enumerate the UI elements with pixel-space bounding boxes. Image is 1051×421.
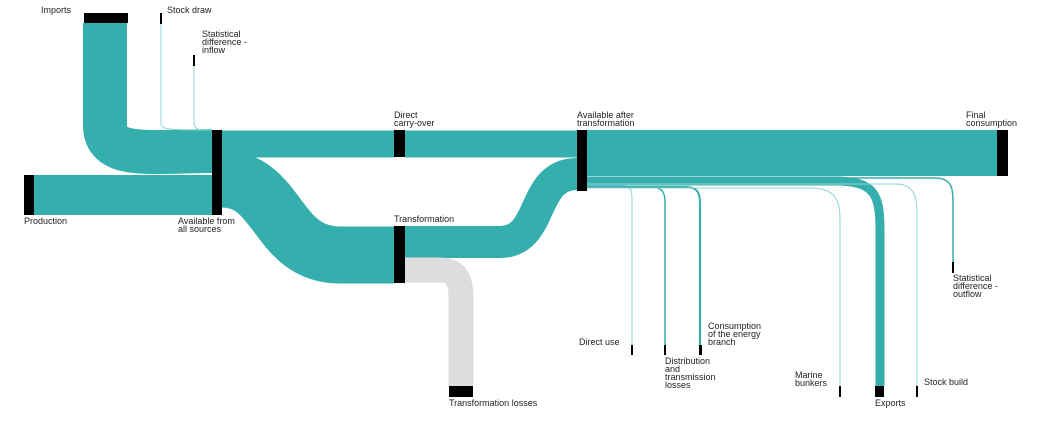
node-transformation — [394, 226, 405, 283]
link-statdiff-inflow-to-available — [193, 66, 213, 131]
label-stat-diff-inflow-line: Statistical — [202, 29, 241, 39]
link-transformation-to-after — [405, 158, 579, 258]
link-after-to-direct-use — [587, 185, 633, 345]
link-imports-to-available — [83, 23, 213, 175]
label-exports-line: Exports — [875, 398, 906, 408]
label-stat-diff-inflow-line: inflow — [202, 45, 226, 55]
link-after-to-marine-bunkers — [587, 187, 841, 386]
link-after-to-exports — [587, 176, 885, 386]
label-distribution-losses-line: and — [665, 364, 680, 374]
label-production: Production — [24, 216, 67, 226]
node-available-all-sources — [212, 130, 222, 215]
label-stat-diff-outflow-line: outflow — [953, 289, 982, 299]
label-direct-carryover-line: Direct — [394, 110, 418, 120]
label-imports-line: Imports — [41, 5, 72, 15]
label-stock-build: Stock build — [924, 377, 968, 387]
node-production — [24, 175, 34, 215]
label-exports: Exports — [875, 398, 906, 408]
label-available-all-sources-line: all sources — [178, 224, 222, 234]
link-after-to-stock-build — [587, 183, 918, 386]
label-stock-build-line: Stock build — [924, 377, 968, 387]
label-marine-bunkers-line: Marine — [795, 370, 823, 380]
node-transformation-losses — [449, 386, 473, 397]
label-stock-draw: Stock draw — [167, 5, 212, 15]
link-after-to-distribution-losses — [587, 186, 666, 346]
sankey-links — [34, 14, 997, 386]
label-distribution-losses-line: transmission — [665, 372, 716, 382]
node-energy-branch — [699, 345, 702, 355]
link-after-to-statdiff-outflow — [587, 177, 954, 262]
node-marine-bunkers — [839, 386, 841, 397]
label-final-consumption-line: Final — [966, 110, 986, 120]
label-stock-draw-line: Stock draw — [167, 5, 212, 15]
label-distribution-losses-line: losses — [665, 380, 691, 390]
label-stat-diff-outflow-line: difference - — [953, 281, 998, 291]
label-transformation: Transformation — [394, 214, 454, 224]
label-final-consumption-line: consumption — [966, 118, 1017, 128]
node-distribution-losses — [664, 345, 666, 355]
node-stat-diff-outflow — [952, 262, 954, 273]
label-stat-diff-outflow-line: Statistical — [953, 273, 992, 283]
label-transformation-line: Transformation — [394, 214, 454, 224]
node-stock-draw — [160, 13, 162, 24]
node-direct-use — [631, 345, 633, 355]
link-transformation-to-losses — [405, 257, 474, 386]
label-available-after-line: Available after — [577, 110, 634, 120]
label-available-after-line: transformation — [577, 118, 635, 128]
node-exports — [875, 386, 884, 397]
node-stat-diff-inflow — [193, 55, 195, 66]
node-available-after — [577, 130, 587, 191]
label-energy-branch-line: Consumption — [708, 321, 761, 331]
label-distribution-losses-line: Distribution — [665, 356, 710, 366]
node-stock-build — [916, 386, 918, 397]
label-direct-use: Direct use — [579, 337, 620, 347]
label-transformation-losses: Transformation losses — [449, 398, 538, 408]
label-imports: Imports — [41, 5, 72, 15]
link-after-to-energy-branch — [587, 186, 701, 346]
node-imports — [84, 13, 128, 23]
label-transformation-losses-line: Transformation losses — [449, 398, 538, 408]
label-energy-branch-line: of the energy — [708, 329, 761, 339]
label-direct-carryover-line: carry-over — [394, 118, 435, 128]
label-stat-diff-inflow-line: difference - — [202, 37, 247, 47]
label-marine-bunkers-line: bunkers — [795, 378, 828, 388]
sankey-nodes — [24, 13, 1008, 397]
label-energy-branch-line: branch — [708, 337, 736, 347]
label-production-line: Production — [24, 216, 67, 226]
label-direct-use-line: Direct use — [579, 337, 620, 347]
node-direct-carryover — [394, 130, 405, 157]
link-available-to-transformation — [219, 150, 394, 284]
label-available-all-sources-line: Available from — [178, 216, 235, 226]
node-final-consumption — [997, 130, 1008, 176]
link-stockdraw-to-available — [160, 14, 213, 131]
